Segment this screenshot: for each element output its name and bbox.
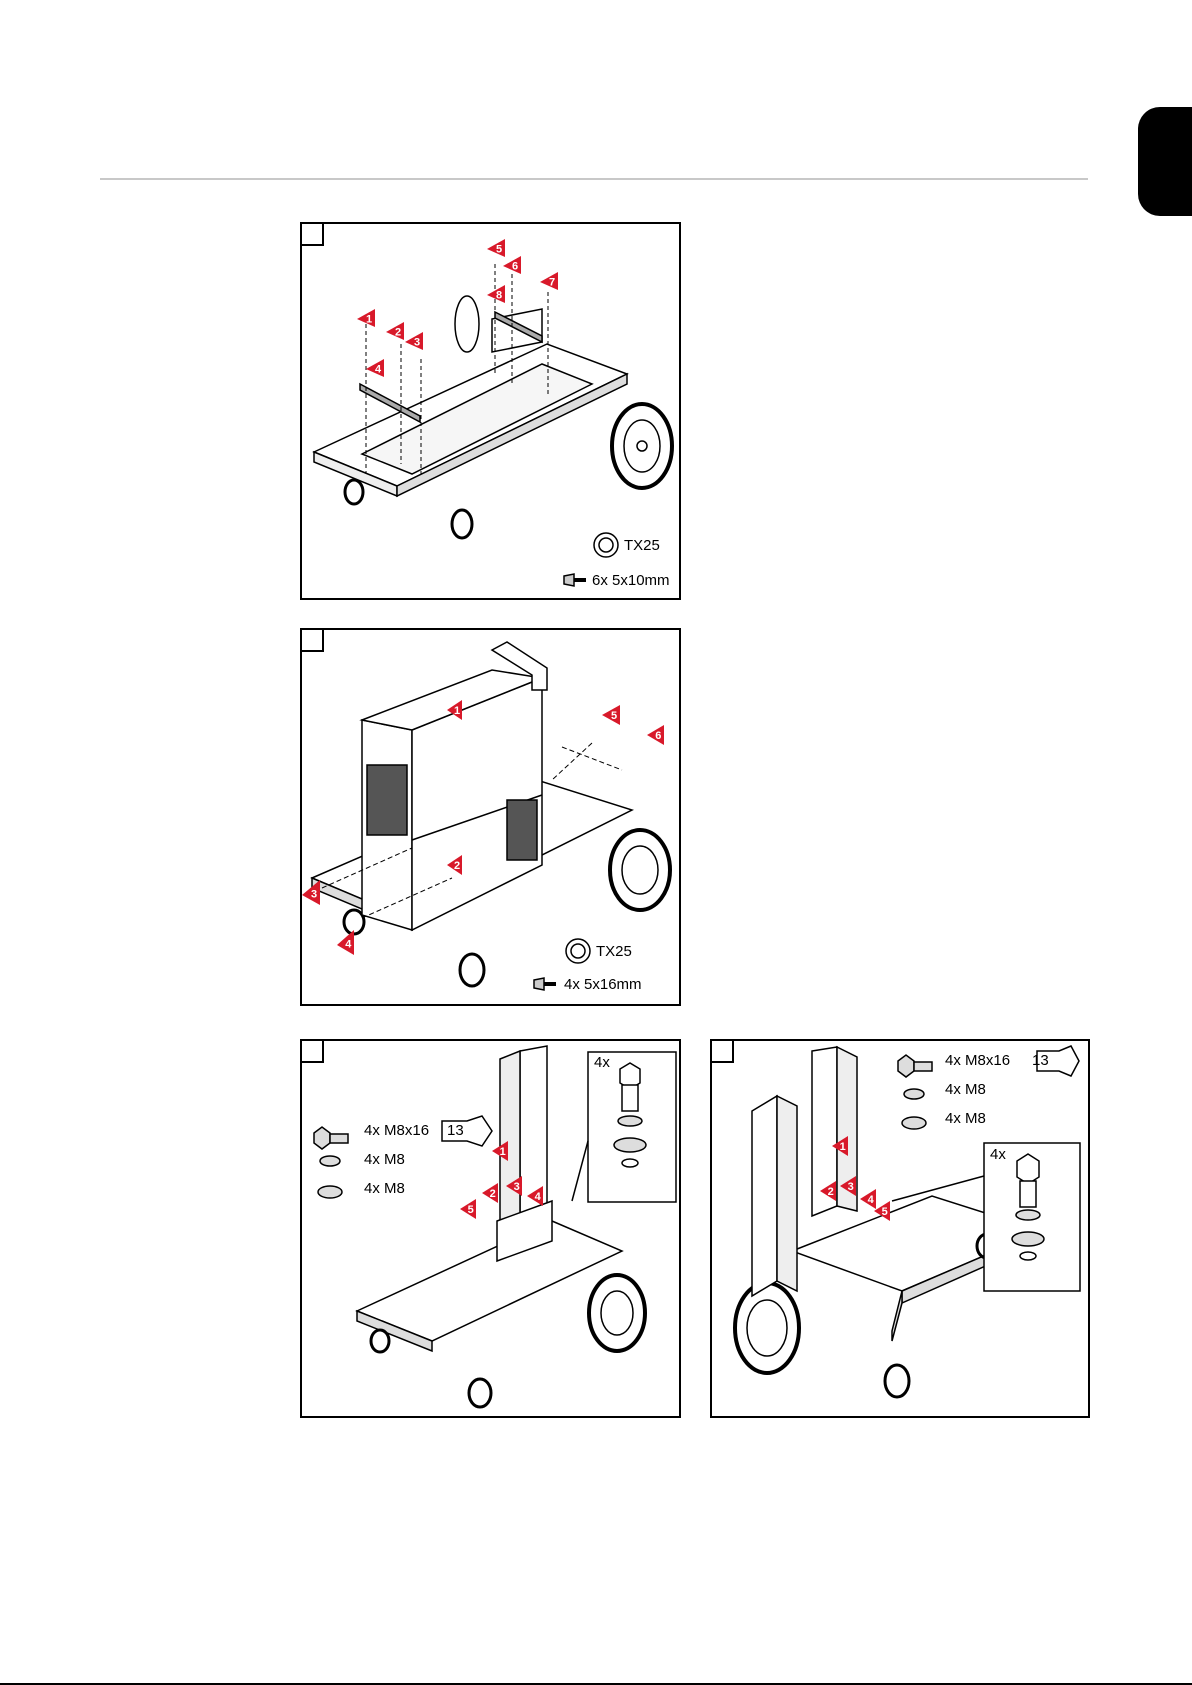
washer-label-1: 4x M8 xyxy=(364,1151,405,1168)
step-marker: 7 xyxy=(549,276,555,288)
washer-label-2: 4x M8 xyxy=(945,1110,986,1127)
wrench-size: 13 xyxy=(1032,1052,1049,1069)
step-panel-2: 1 2 3 4 5 6 TX25 4x 5x16mm xyxy=(300,628,681,1006)
step-marker: 1 xyxy=(454,705,460,717)
tool-label: TX25 xyxy=(624,537,660,554)
step-marker: 5 xyxy=(496,243,502,255)
step-marker: 4 xyxy=(868,1194,875,1206)
step-marker: 2 xyxy=(490,1188,496,1200)
washer-label-2: 4x M8 xyxy=(364,1180,405,1197)
step-marker: 5 xyxy=(468,1204,474,1216)
bolt-label: 4x M8x16 xyxy=(945,1052,1010,1069)
step-marker: 2 xyxy=(828,1186,834,1198)
detail-count: 4x xyxy=(990,1146,1006,1163)
step-marker: 5 xyxy=(882,1206,888,1218)
step-marker: 4 xyxy=(375,363,382,375)
step-marker: 8 xyxy=(496,289,502,301)
bolt-label: 4x M8x16 xyxy=(364,1122,429,1139)
step-marker: 1 xyxy=(840,1141,846,1153)
step-marker: 6 xyxy=(512,260,518,272)
step-marker: 3 xyxy=(848,1181,854,1193)
washer-label-1: 4x M8 xyxy=(945,1081,986,1098)
step-marker: 4 xyxy=(535,1191,542,1203)
step-marker: 2 xyxy=(395,326,401,338)
wrench-size: 13 xyxy=(447,1122,464,1139)
step-marker: 4 xyxy=(345,938,352,950)
step-marker: 3 xyxy=(514,1181,520,1193)
language-tab xyxy=(1138,107,1192,216)
screw-label: 6x 5x10mm xyxy=(592,572,670,589)
header-rule xyxy=(100,178,1088,180)
step-marker: 3 xyxy=(311,888,317,900)
step-marker: 1 xyxy=(500,1146,506,1158)
step-marker: 5 xyxy=(611,710,617,722)
step-panel-3: 1 2 3 4 5 4x 4x M8x16 13 4x M8 4x M8 xyxy=(300,1039,681,1418)
upright-mount-illustration: 1 2 3 4 5 xyxy=(302,1041,681,1418)
step-marker: 3 xyxy=(414,336,420,348)
detail-count: 4x xyxy=(594,1054,610,1071)
step-marker: 1 xyxy=(366,313,372,325)
step-marker: 6 xyxy=(655,730,661,742)
step-marker: 2 xyxy=(454,860,460,872)
screw-label: 4x 5x16mm xyxy=(564,976,642,993)
tool-label: TX25 xyxy=(596,943,632,960)
rear-upright-illustration: 1 2 3 45 xyxy=(712,1041,1090,1418)
